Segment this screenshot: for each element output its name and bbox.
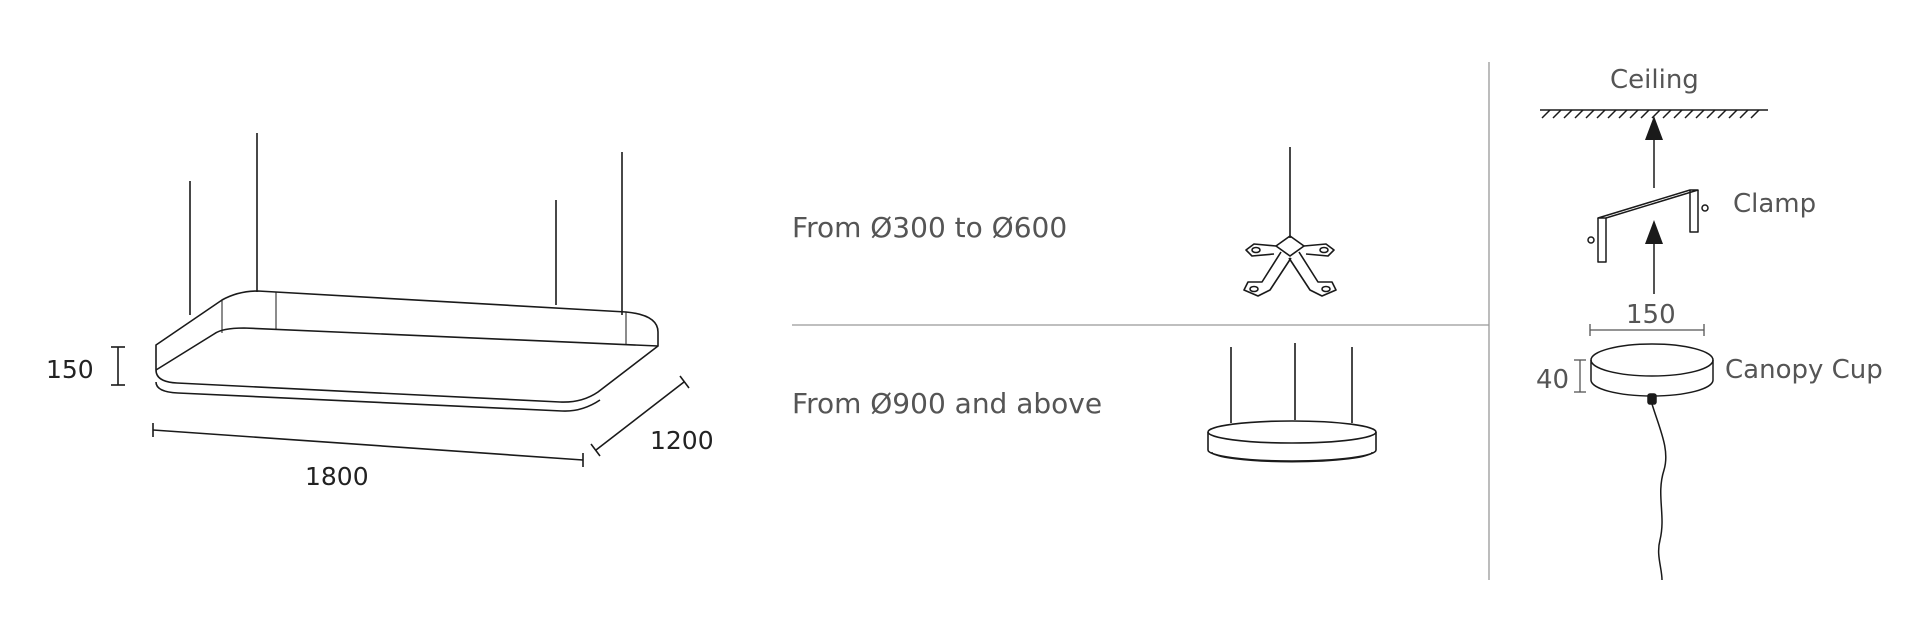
- height-dim-label: 150: [46, 355, 94, 384]
- width-dimension: [590, 375, 690, 457]
- rectangular-fixture-view: [111, 133, 690, 467]
- canopy-height-dimension: [1574, 359, 1586, 393]
- power-cable: [1651, 403, 1667, 581]
- height-dimension: [111, 346, 125, 386]
- canopy-cup-label: Canopy Cup: [1725, 355, 1883, 385]
- canopy-width-label: 150: [1626, 300, 1676, 330]
- fixture-top-outline: [155, 290, 659, 403]
- large-range-label: From Ø900 and above: [792, 387, 1102, 420]
- canopy-cup-icon: [1590, 343, 1714, 581]
- ceiling-hatch: [1540, 109, 1768, 119]
- arrow-up-icon: [1645, 116, 1663, 188]
- length-dim-label: 1800: [305, 462, 369, 491]
- canopy-height-label: 40: [1536, 365, 1569, 395]
- fixture-bottom-edge: [155, 381, 601, 412]
- clamp-bracket-icon: [1587, 189, 1709, 263]
- width-dim-label: 1200: [650, 426, 714, 455]
- round-fixture-icon: [1207, 343, 1377, 463]
- ceiling-label: Ceiling: [1610, 65, 1699, 95]
- fixture-inner-edge: [155, 327, 659, 371]
- canopy-width-dimension: [1589, 324, 1705, 336]
- arrow-up-icon: [1645, 220, 1663, 294]
- small-range-label: From Ø300 to Ø600: [792, 211, 1067, 244]
- clamp-label: Clamp: [1733, 189, 1816, 219]
- cross-bracket-icon: [1243, 147, 1337, 297]
- length-dimension: [152, 423, 584, 467]
